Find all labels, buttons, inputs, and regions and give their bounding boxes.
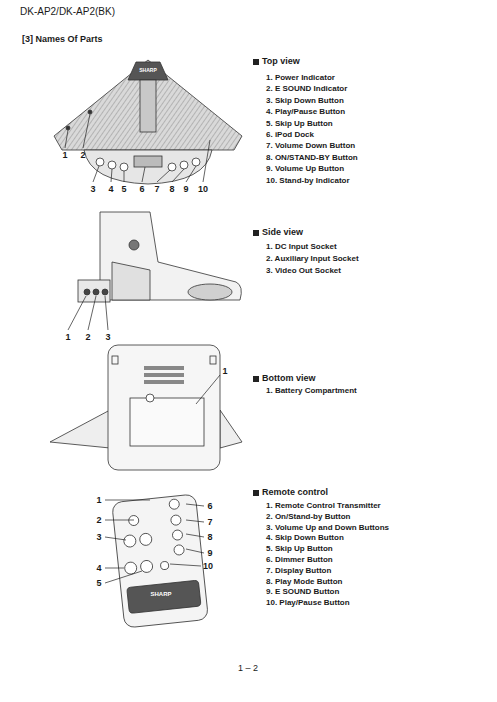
- page-number: 1 – 2: [238, 663, 258, 673]
- part-list-item: 3. Skip Down Button: [266, 96, 344, 105]
- part-list-item: 2. On/Stand-by Button: [266, 512, 350, 521]
- callout-number: 1: [62, 150, 67, 160]
- callout-number: 3: [105, 332, 110, 342]
- heading-bullet: [253, 59, 259, 496]
- part-list-item: 4. Skip Down Button: [266, 533, 344, 542]
- part-list-item: 10. Stand-by Indicator: [266, 176, 350, 185]
- callout-number: 4: [108, 184, 113, 194]
- part-list-item: 9. E SOUND Button: [266, 587, 339, 596]
- section-heading: Remote control: [262, 487, 328, 497]
- bottom-view-figure: [50, 345, 242, 470]
- part-list-item: 1. Battery Compartment: [266, 386, 357, 395]
- callout-number: 3: [90, 184, 95, 194]
- callout-number: 9: [207, 548, 212, 558]
- top-view-figure: [54, 60, 242, 184]
- remote-figure: [112, 494, 209, 628]
- part-list-item: 2. E SOUND Indicator: [266, 84, 347, 93]
- part-list-item: 9. Volume Up Button: [266, 164, 344, 173]
- section-title: [3] Names Of Parts: [22, 34, 103, 44]
- callout-number: 4: [96, 563, 101, 573]
- brand-logo: SHARP: [139, 68, 157, 74]
- part-list-item: 6. Dimmer Button: [266, 555, 333, 564]
- section-heading: Top view: [262, 56, 300, 66]
- part-list-item: 6. iPod Dock: [266, 130, 314, 139]
- section-heading: Side view: [262, 227, 303, 237]
- callout-number: 6: [139, 184, 144, 194]
- callout-number: 1: [65, 332, 70, 342]
- callout-number: 6: [207, 501, 212, 511]
- part-list-item: 10. Play/Pause Button: [266, 598, 350, 607]
- callout-number: 2: [80, 150, 85, 160]
- part-list-item: 1. DC Input Socket: [266, 242, 337, 251]
- callout-number: 3: [96, 532, 101, 542]
- part-list-item: 8. Play Mode Button: [266, 577, 342, 586]
- part-list-item: 3. Video Out Socket: [266, 266, 341, 275]
- callout-number: 10: [198, 184, 208, 194]
- callout-number: 9: [183, 184, 188, 194]
- callout-number: 2: [96, 515, 101, 525]
- callout-number: 8: [207, 532, 212, 542]
- callout-number: 1: [222, 366, 227, 376]
- leader-lines: [196, 375, 220, 404]
- callout-number: 5: [96, 578, 101, 588]
- part-list-item: 5. Skip Up Button: [266, 119, 333, 128]
- part-list-item: 4. Play/Pause Button: [266, 107, 345, 116]
- callout-number: 8: [169, 184, 174, 194]
- part-list-item: 5. Skip Up Button: [266, 544, 333, 553]
- leader-lines: [105, 500, 204, 583]
- callout-number: 2: [85, 332, 90, 342]
- callout-number: 7: [207, 517, 212, 527]
- callout-number: 5: [121, 184, 126, 194]
- part-list-item: 3. Volume Up and Down Buttons: [266, 523, 389, 532]
- part-list-item: 2. Auxiliary Input Socket: [266, 254, 359, 263]
- callout-number: 1: [96, 495, 101, 505]
- part-list-item: 7. Volume Down Button: [266, 141, 355, 150]
- part-list-item: 1. Power Indicator: [266, 73, 335, 82]
- side-view-figure: [78, 212, 241, 302]
- part-list-item: 7. Display Button: [266, 566, 331, 575]
- callout-number: 7: [154, 184, 159, 194]
- part-list-item: 8. ON/STAND-BY Button: [266, 153, 358, 162]
- model-header: DK-AP2/DK-AP2(BK): [20, 6, 115, 18]
- leader-lines: [65, 114, 210, 182]
- callout-number: 10: [203, 561, 213, 571]
- part-list-item: 1. Remote Control Transmitter: [266, 501, 381, 510]
- section-heading: Bottom view: [262, 373, 316, 383]
- leader-lines: [68, 296, 108, 330]
- brand-logo: SHARP: [150, 591, 171, 598]
